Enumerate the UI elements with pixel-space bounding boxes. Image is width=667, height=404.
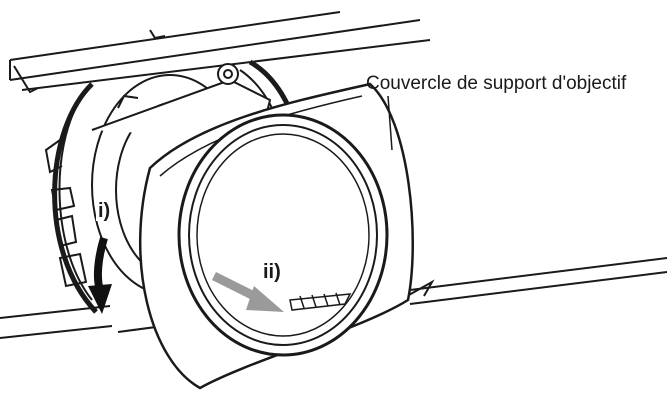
step-ii-arrow bbox=[211, 271, 284, 312]
step-i-arrow bbox=[88, 236, 112, 314]
callout-leader-line bbox=[387, 95, 393, 151]
lens-mount-cover bbox=[138, 82, 414, 390]
step-label-i: i) bbox=[96, 200, 113, 222]
callout-label: Couvercle de support d'objectif bbox=[366, 73, 627, 94]
step-label-ii: ii) bbox=[261, 261, 283, 283]
